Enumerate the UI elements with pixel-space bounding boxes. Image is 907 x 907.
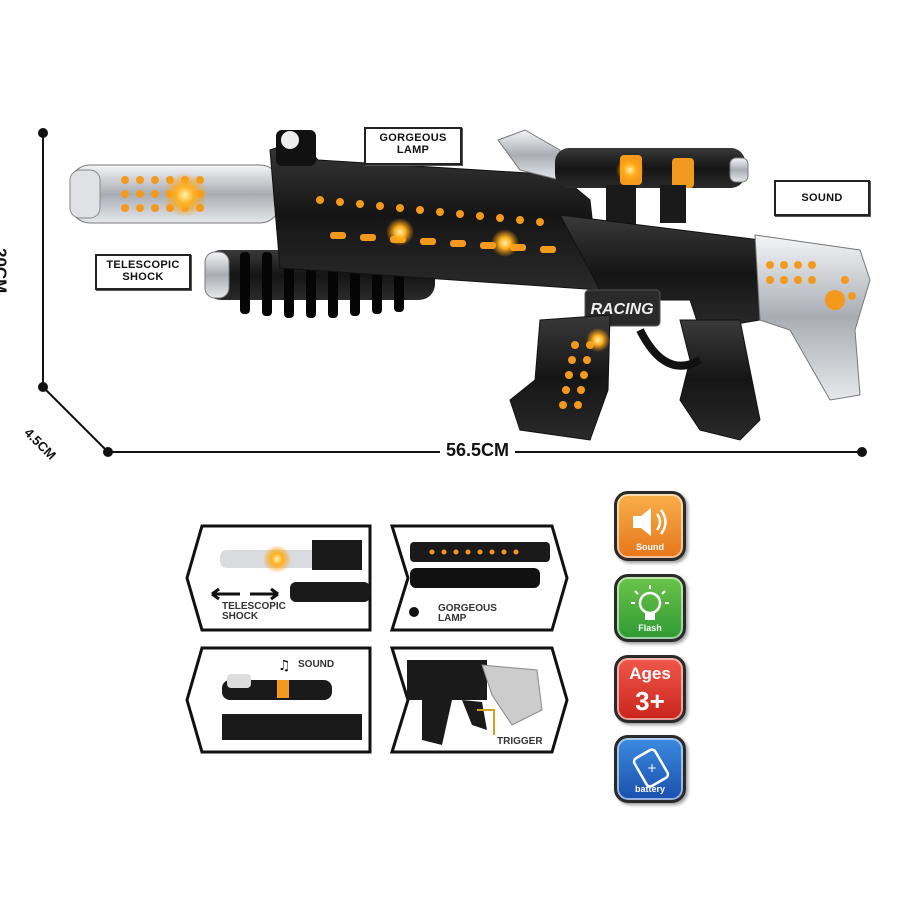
height-dimension: 20CM	[0, 248, 10, 294]
handguard	[269, 130, 601, 291]
svg-text:+: +	[647, 761, 657, 775]
silencer	[69, 164, 281, 224]
receiver: RACING	[559, 214, 761, 331]
callout-sound: SOUND	[774, 180, 870, 216]
svg-text:♫: ♫	[278, 658, 291, 674]
feature-panels: ♫	[185, 524, 569, 754]
panel-telescopic-shock-label: TELESCOPIC SHOCK	[222, 601, 286, 622]
callout-text: SOUND	[801, 192, 843, 204]
sound-badge: Sound	[614, 491, 686, 561]
callout-text: GORGEOUS	[379, 132, 447, 144]
ages-badge-line1: Ages	[629, 664, 671, 683]
ages-badge: Ages 3+	[614, 655, 686, 723]
battery-badge-caption: battery	[634, 784, 665, 794]
sound-badge-caption: Sound	[636, 542, 664, 552]
magazine	[509, 314, 611, 441]
lightbulb-icon	[631, 585, 669, 620]
callout-telescopic-shock: TELESCOPIC SHOCK	[95, 254, 191, 290]
callout-text: LAMP	[396, 144, 430, 156]
ages-badge-line2: 3+	[635, 686, 665, 716]
flash-badge-caption: Flash	[638, 623, 662, 633]
length-dimension: 56.5CM	[440, 440, 516, 461]
panel-sound-label: SOUND	[298, 659, 335, 670]
battery-icon: +	[632, 748, 670, 788]
pistol-grip	[636, 319, 761, 441]
callout-gorgeous-lamp: GORGEOUS LAMP	[364, 127, 462, 165]
panel-trigger-label: TRIGGER	[497, 736, 543, 747]
callout-text: TELESCOPIC	[106, 259, 180, 271]
toy-gun-illustration: RACING	[38, 128, 871, 457]
flash-badge: Flash	[614, 574, 686, 642]
stock	[754, 234, 871, 401]
speaker-icon	[633, 508, 667, 536]
panel-gorgeous-lamp-label: GORGEOUS LAMP	[438, 603, 497, 624]
callout-text: SHOCK	[122, 271, 164, 283]
scope	[497, 129, 749, 225]
racing-logo: RACING	[590, 301, 653, 318]
battery-badge: + battery	[614, 735, 686, 803]
